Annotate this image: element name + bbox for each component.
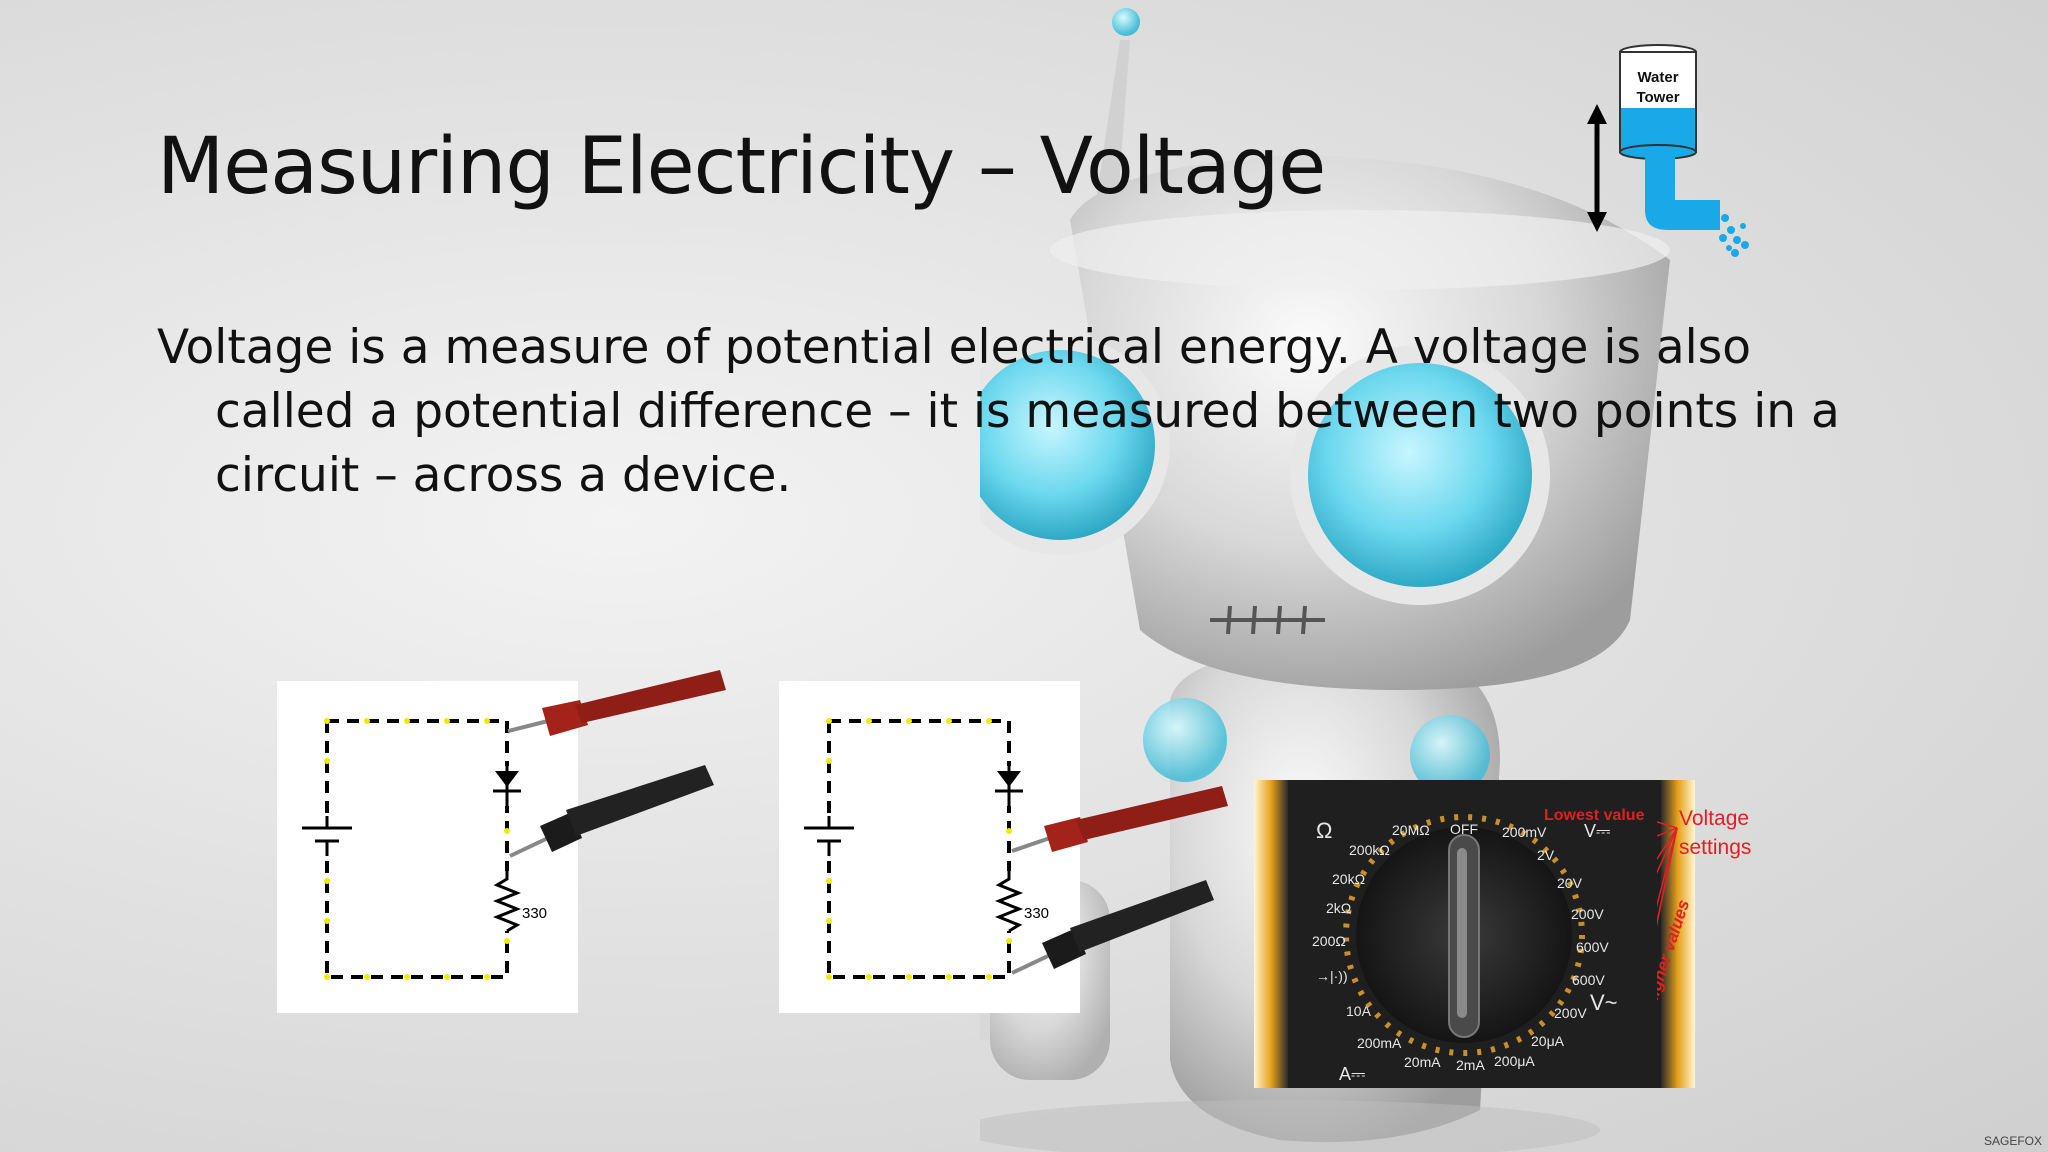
meter-label-diode: →|·)): [1316, 968, 1348, 984]
meter-label-200kohm: 200kΩ: [1349, 842, 1390, 858]
meter-label-200v: 200V: [1571, 906, 1604, 922]
body-line-2: called a potential difference – it is me…: [215, 384, 1840, 439]
meter-label-20mohm: 20MΩ: [1392, 822, 1430, 838]
water-drops-icon: [1719, 214, 1749, 257]
meter-label-10a: 10A: [1346, 1003, 1372, 1019]
body-paragraph: Voltage is a measure of potential electr…: [157, 316, 1917, 508]
lowest-value-callout: Lowest value: [1544, 807, 1645, 824]
footer-brand: SAGEFOX: [1983, 1134, 2042, 1148]
meter-label-600v-ac: 600V: [1572, 972, 1605, 988]
water-tower-label-2: Tower: [1636, 89, 1679, 106]
circuit-diagram-1: 330: [277, 681, 578, 1013]
meter-label-2ma: 2mA: [1456, 1057, 1485, 1073]
meter-label-20kohm: 20kΩ: [1332, 871, 1365, 887]
water-tower-label-1: Water: [1637, 69, 1678, 86]
meter-label-v-ac: V~: [1590, 990, 1618, 1015]
resistor-icon: [994, 871, 1024, 933]
meter-label-ohm: Ω: [1316, 818, 1332, 843]
meter-label-20ua: 20μA: [1531, 1033, 1565, 1049]
meter-label-200ohm: 200Ω: [1312, 933, 1346, 949]
meter-label-20v: 20V: [1557, 875, 1583, 891]
meter-label-200mv: 200mV: [1502, 824, 1547, 840]
meter-label-200ma: 200mA: [1357, 1035, 1402, 1051]
resistor-icon: [492, 871, 522, 933]
circuit-diagram-2: 330: [779, 681, 1080, 1013]
resistor-label: 330: [1024, 905, 1049, 922]
multimeter-dial-photo: OFF Ω 20MΩ 200kΩ 20kΩ 2kΩ 200Ω →|·)) 10A…: [1254, 780, 1695, 1088]
body-line-3: circuit – across a device.: [215, 448, 792, 503]
meter-off-label: OFF: [1450, 821, 1478, 837]
resistor-label: 330: [522, 905, 547, 922]
voltage-settings-line2: settings: [1679, 836, 1751, 859]
meter-label-600v-dc: 600V: [1576, 939, 1609, 955]
meter-label-a-dc: A⎓: [1339, 1064, 1365, 1084]
meter-label-v-dc: V⎓: [1584, 821, 1610, 841]
voltage-settings-line1: Voltage: [1679, 807, 1749, 830]
meter-label-2v: 2V: [1537, 847, 1555, 863]
meter-label-2kohm: 2kΩ: [1326, 900, 1351, 916]
higher-values-callout: Higher values: [1657, 897, 1693, 1009]
meter-label-200v-ac: 200V: [1554, 1005, 1587, 1021]
slide-title: Measuring Electricity – Voltage: [157, 122, 1326, 212]
body-line-1: Voltage is a measure of potential electr…: [157, 320, 1751, 375]
meter-label-200ua: 200μA: [1494, 1053, 1535, 1069]
meter-label-20ma: 20mA: [1404, 1054, 1441, 1070]
voltage-settings-callout: Voltage settings Higher values: [1657, 807, 1751, 1009]
water-tower-illustration: Water Tower: [1587, 44, 1749, 257]
